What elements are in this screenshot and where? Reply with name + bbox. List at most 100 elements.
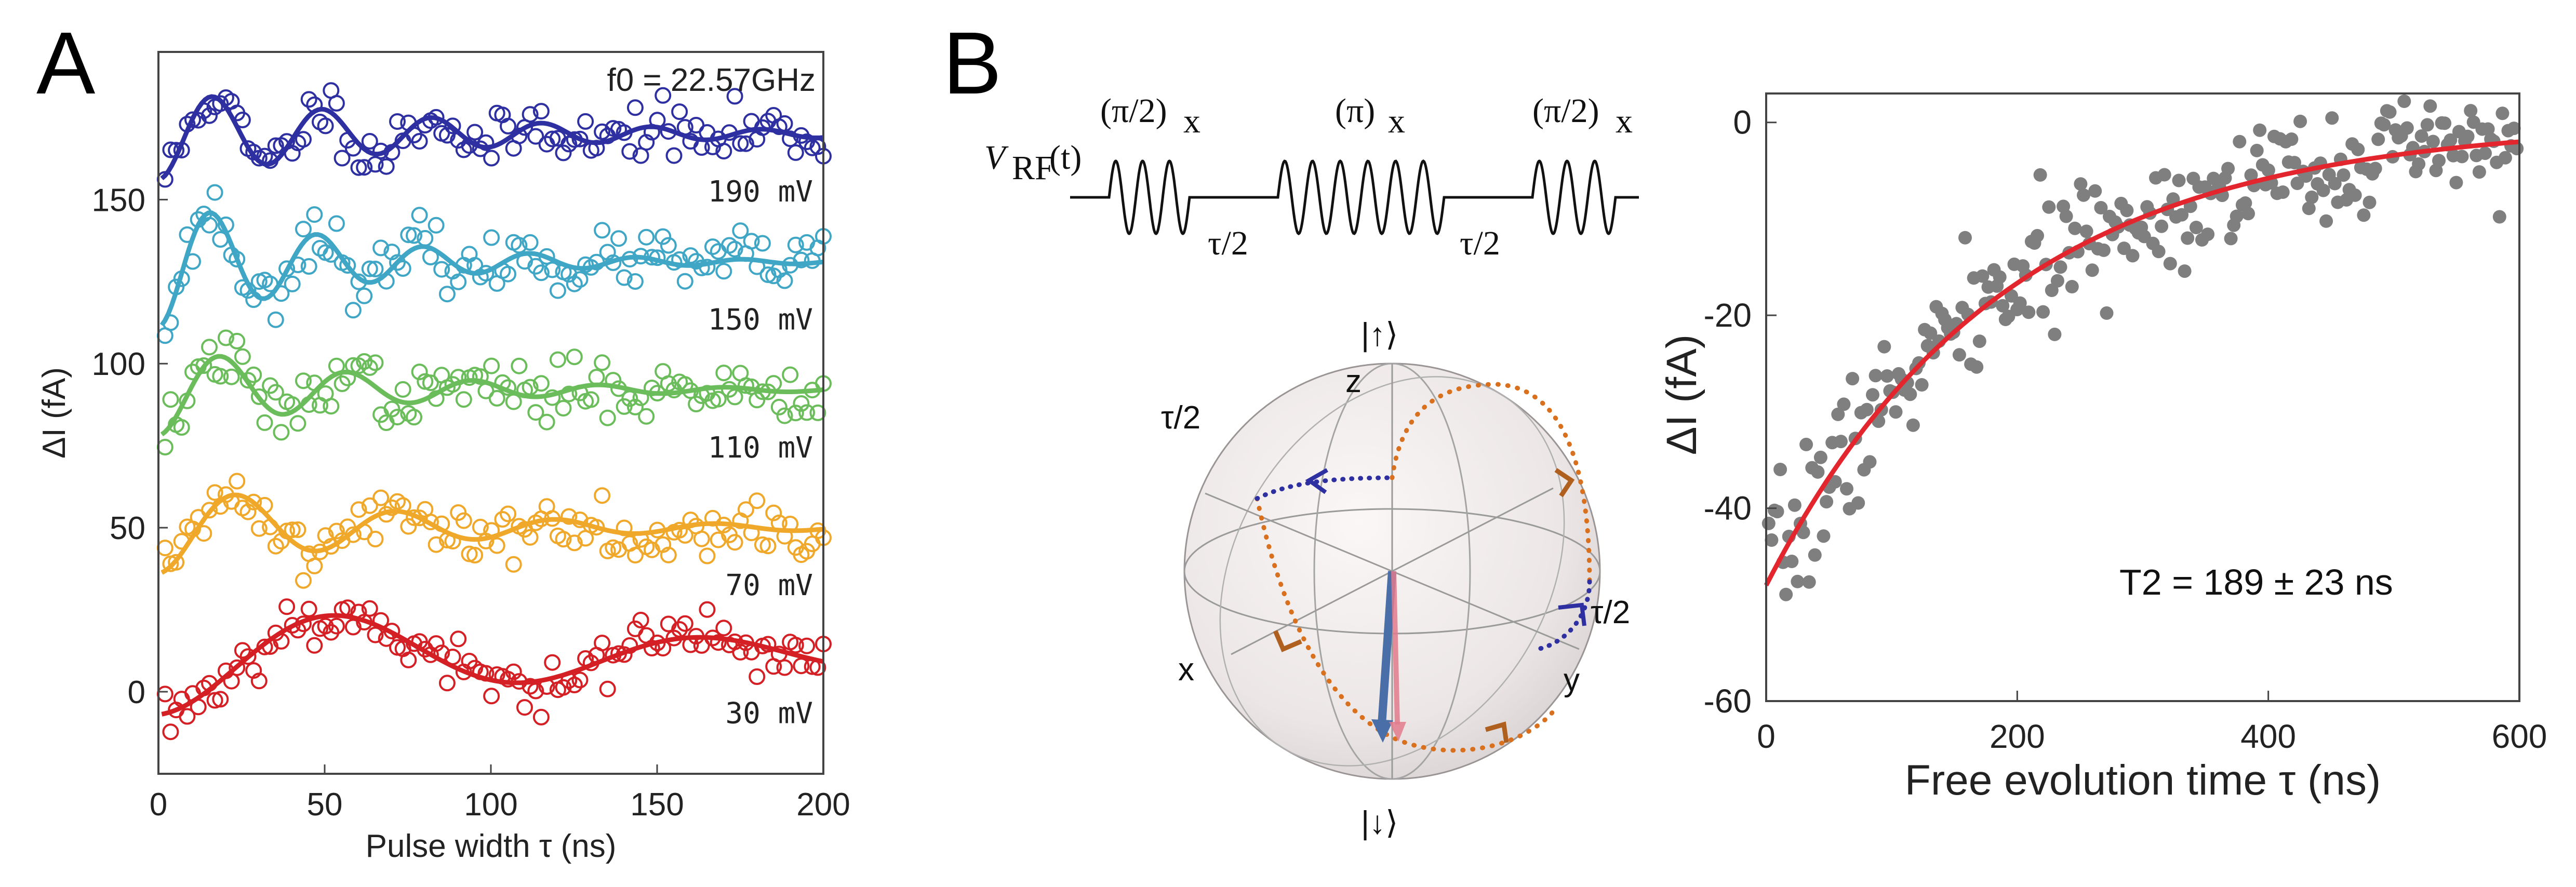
chart-a-series-label: 110 mV <box>708 431 813 465</box>
chart-b-point <box>2241 207 2255 221</box>
chart-b-point <box>2120 204 2134 218</box>
chart-a-point <box>262 152 279 169</box>
chart-b-point <box>2152 245 2166 259</box>
chart-a-point <box>256 638 273 655</box>
chart-a-point <box>267 537 284 555</box>
chart-a-series-label: 190 mV <box>708 175 813 209</box>
chart-a-point <box>782 130 799 147</box>
chart-a-ytick-label: 0 <box>128 675 145 710</box>
chart-a-point <box>793 395 810 412</box>
chart-a-point <box>477 265 495 282</box>
chart-b-point <box>1993 270 2007 284</box>
chart-a-point <box>511 357 528 374</box>
chart-a-point <box>616 519 633 536</box>
chart-b-point <box>2013 296 2027 310</box>
chart-a-point <box>350 159 367 176</box>
chart-b-point <box>1773 463 1787 476</box>
chart-a-point <box>560 508 578 525</box>
chart-a-point <box>273 424 290 441</box>
chart-a-point <box>201 217 218 234</box>
chart-a-point <box>809 659 826 676</box>
chart-a-ylabel: ΔI (fA) <box>36 367 72 459</box>
chart-a-point <box>809 138 826 155</box>
chart-b-point <box>2492 210 2506 224</box>
chart-a-point <box>179 116 196 133</box>
chart-b-point <box>2293 114 2307 128</box>
chart-a-point <box>206 692 223 709</box>
chart-a-point <box>278 598 296 615</box>
pulse-label-2: (π) <box>1335 92 1375 130</box>
chart-a-point <box>156 686 173 703</box>
chart-a-point <box>511 237 528 254</box>
chart-a-point <box>743 233 760 250</box>
chart-a-point <box>776 272 793 289</box>
chart-a-point <box>300 258 317 275</box>
chart-b-point <box>1796 526 1810 540</box>
chart-a-point <box>571 271 589 288</box>
chart-a-point <box>256 414 273 431</box>
chart-a-point <box>665 147 683 164</box>
chart-a-point <box>621 637 638 654</box>
chart-a-point <box>577 113 594 130</box>
chart-a-point <box>693 637 710 654</box>
chart-a-point <box>356 287 373 304</box>
chart-a-point <box>522 379 539 396</box>
chart-a-point <box>626 398 644 415</box>
chart-a-point <box>217 329 234 346</box>
chart-a-point <box>710 634 727 651</box>
bloch-sphere: |↑⟩ |↓⟩ z x y τ/2 τ/2 <box>1161 317 1630 841</box>
chart-a-point <box>250 388 268 405</box>
chart-a-point <box>367 354 384 371</box>
chart-b-point <box>2348 188 2362 202</box>
chart-a-point <box>699 547 716 565</box>
chart-a-point <box>234 348 251 365</box>
chart-a-point <box>394 260 411 277</box>
chart-a-xlabel: Pulse width τ (ns) <box>366 828 617 864</box>
chart-b-point <box>2305 190 2319 204</box>
chart-a-point <box>295 131 312 148</box>
chart-a-point <box>676 615 693 632</box>
chart-a-point <box>300 396 317 413</box>
panel-label-b: B <box>943 14 1002 113</box>
ket-up: |↑⟩ <box>1361 317 1398 353</box>
chart-b-ytick-label: -20 <box>1704 297 1752 334</box>
chart-a-point <box>239 648 257 665</box>
chart-a-point <box>239 503 257 520</box>
chart-a-point <box>328 95 345 112</box>
chart-a-point <box>212 691 229 708</box>
chart-a-point <box>549 282 566 299</box>
chart-a-point <box>544 261 561 278</box>
chart-a-point <box>715 517 732 533</box>
chart-a-fit-curve <box>161 492 824 575</box>
chart-b-point <box>1799 437 1813 451</box>
chart-b-point <box>2050 274 2064 288</box>
pulse-label-1: (π/2) <box>1100 92 1167 130</box>
chart-a-point <box>759 636 777 653</box>
chart-b-point <box>2074 177 2088 191</box>
chart-a-point <box>749 258 766 275</box>
chart-b-point <box>2088 184 2102 198</box>
chart-b-point <box>2175 208 2189 222</box>
chart-b-point <box>2163 257 2177 271</box>
axis-label-z: z <box>1345 364 1362 399</box>
chart-a-point <box>455 391 472 408</box>
chart-a-point <box>682 247 699 264</box>
chart-a-point <box>350 501 367 518</box>
chart-b-point <box>1779 587 1793 601</box>
chart-a-point <box>295 615 312 633</box>
ket-down: |↓⟩ <box>1361 805 1398 841</box>
chart-a-point <box>732 135 749 152</box>
chart-a-point <box>306 206 323 223</box>
chart-a-point <box>483 229 500 246</box>
chart-b-point <box>2048 327 2062 341</box>
chart-b-point <box>2414 129 2428 143</box>
chart-b-point <box>2420 118 2434 132</box>
chart-a-point <box>560 672 578 689</box>
chart-a-point <box>671 103 688 120</box>
chart-a-point <box>754 383 771 400</box>
chart-b-ytick-label: 0 <box>1733 104 1752 141</box>
chart-a-point <box>289 257 306 273</box>
chart-a-point <box>505 393 522 410</box>
chart-a-point <box>295 221 312 238</box>
chart-a-point <box>372 239 390 257</box>
